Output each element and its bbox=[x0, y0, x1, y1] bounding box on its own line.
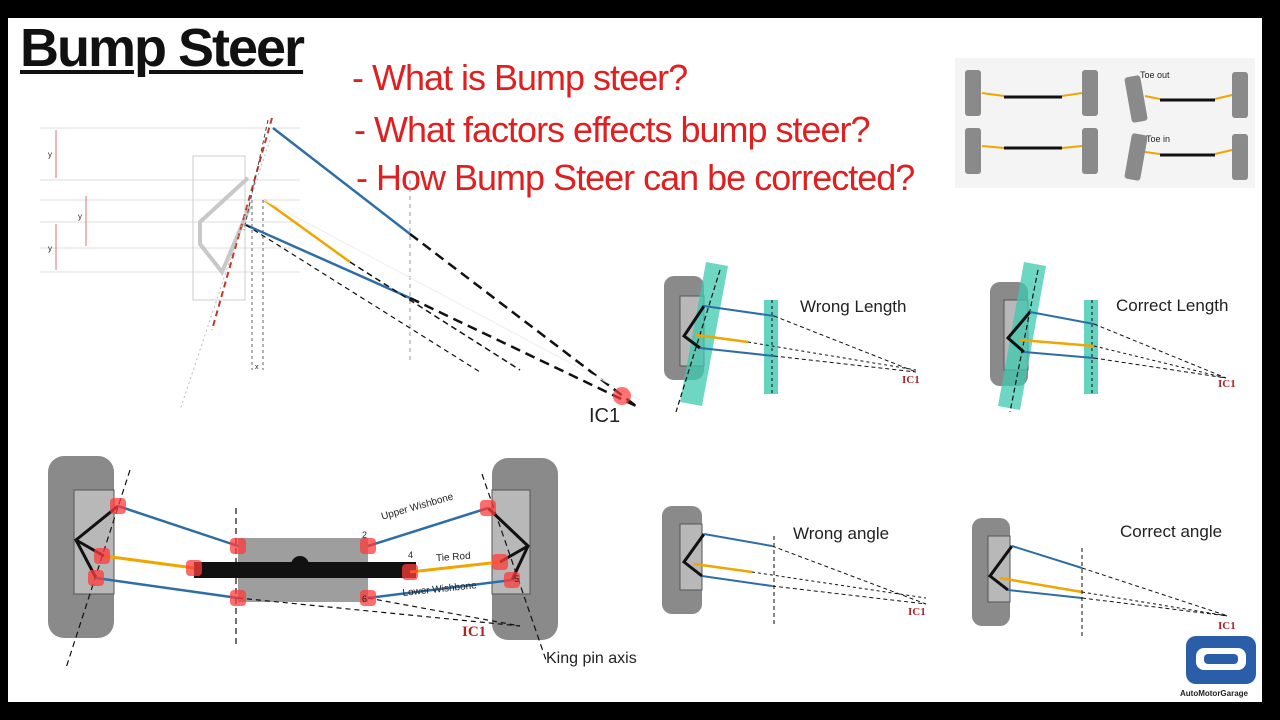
wrong-length-label: Wrong Length bbox=[800, 297, 907, 316]
question-2: - What factors effects bump steer? bbox=[354, 109, 871, 150]
ic1-label-wrong-angle: IC1 bbox=[908, 606, 926, 618]
question-3: - How Bump Steer can be corrected? bbox=[356, 157, 915, 198]
point-2-label: 2 bbox=[362, 530, 368, 540]
x-label: x bbox=[255, 364, 259, 371]
page-title: Bump Steer bbox=[20, 18, 305, 78]
y-label-3: y bbox=[48, 244, 52, 253]
y-label-2: y bbox=[78, 212, 82, 221]
brand-logo-icon bbox=[1186, 636, 1256, 684]
ic1-label-geometry: IC1 bbox=[589, 405, 621, 427]
hardpoints bbox=[88, 498, 520, 606]
ic1-label-wrong-length: IC1 bbox=[902, 374, 920, 386]
toe-diagram bbox=[955, 58, 1255, 188]
correct-length-label: Correct Length bbox=[1116, 296, 1229, 315]
ic1-label-correct-length: IC1 bbox=[1218, 378, 1236, 390]
kingpin-axis-label: King pin axis bbox=[546, 650, 637, 667]
wrong-angle-label: Wrong angle bbox=[793, 524, 890, 543]
geometry-construction bbox=[40, 117, 641, 411]
toe-out-label: Toe out bbox=[1140, 70, 1170, 80]
wrong-angle-diagram bbox=[662, 506, 927, 626]
toe-in-label: Toe in bbox=[1146, 134, 1171, 144]
point-6-label: 6 bbox=[362, 594, 368, 604]
wrong-length-diagram bbox=[664, 262, 917, 413]
question-1: - What is Bump steer? bbox=[352, 57, 688, 98]
ic1-label-correct-angle: IC1 bbox=[1218, 620, 1236, 632]
front-view-suspension bbox=[48, 456, 558, 669]
point-5-label: 5 bbox=[514, 574, 520, 584]
correct-angle-diagram bbox=[972, 518, 1229, 638]
ic1-label-front: IC1 bbox=[462, 624, 487, 640]
correct-angle-label: Correct angle bbox=[1120, 522, 1223, 541]
point-4-label: 4 bbox=[408, 550, 414, 560]
brand-name: AutoMotorGarage bbox=[1180, 689, 1248, 698]
y-label-1: y bbox=[48, 150, 52, 159]
correct-length-diagram bbox=[990, 262, 1227, 413]
